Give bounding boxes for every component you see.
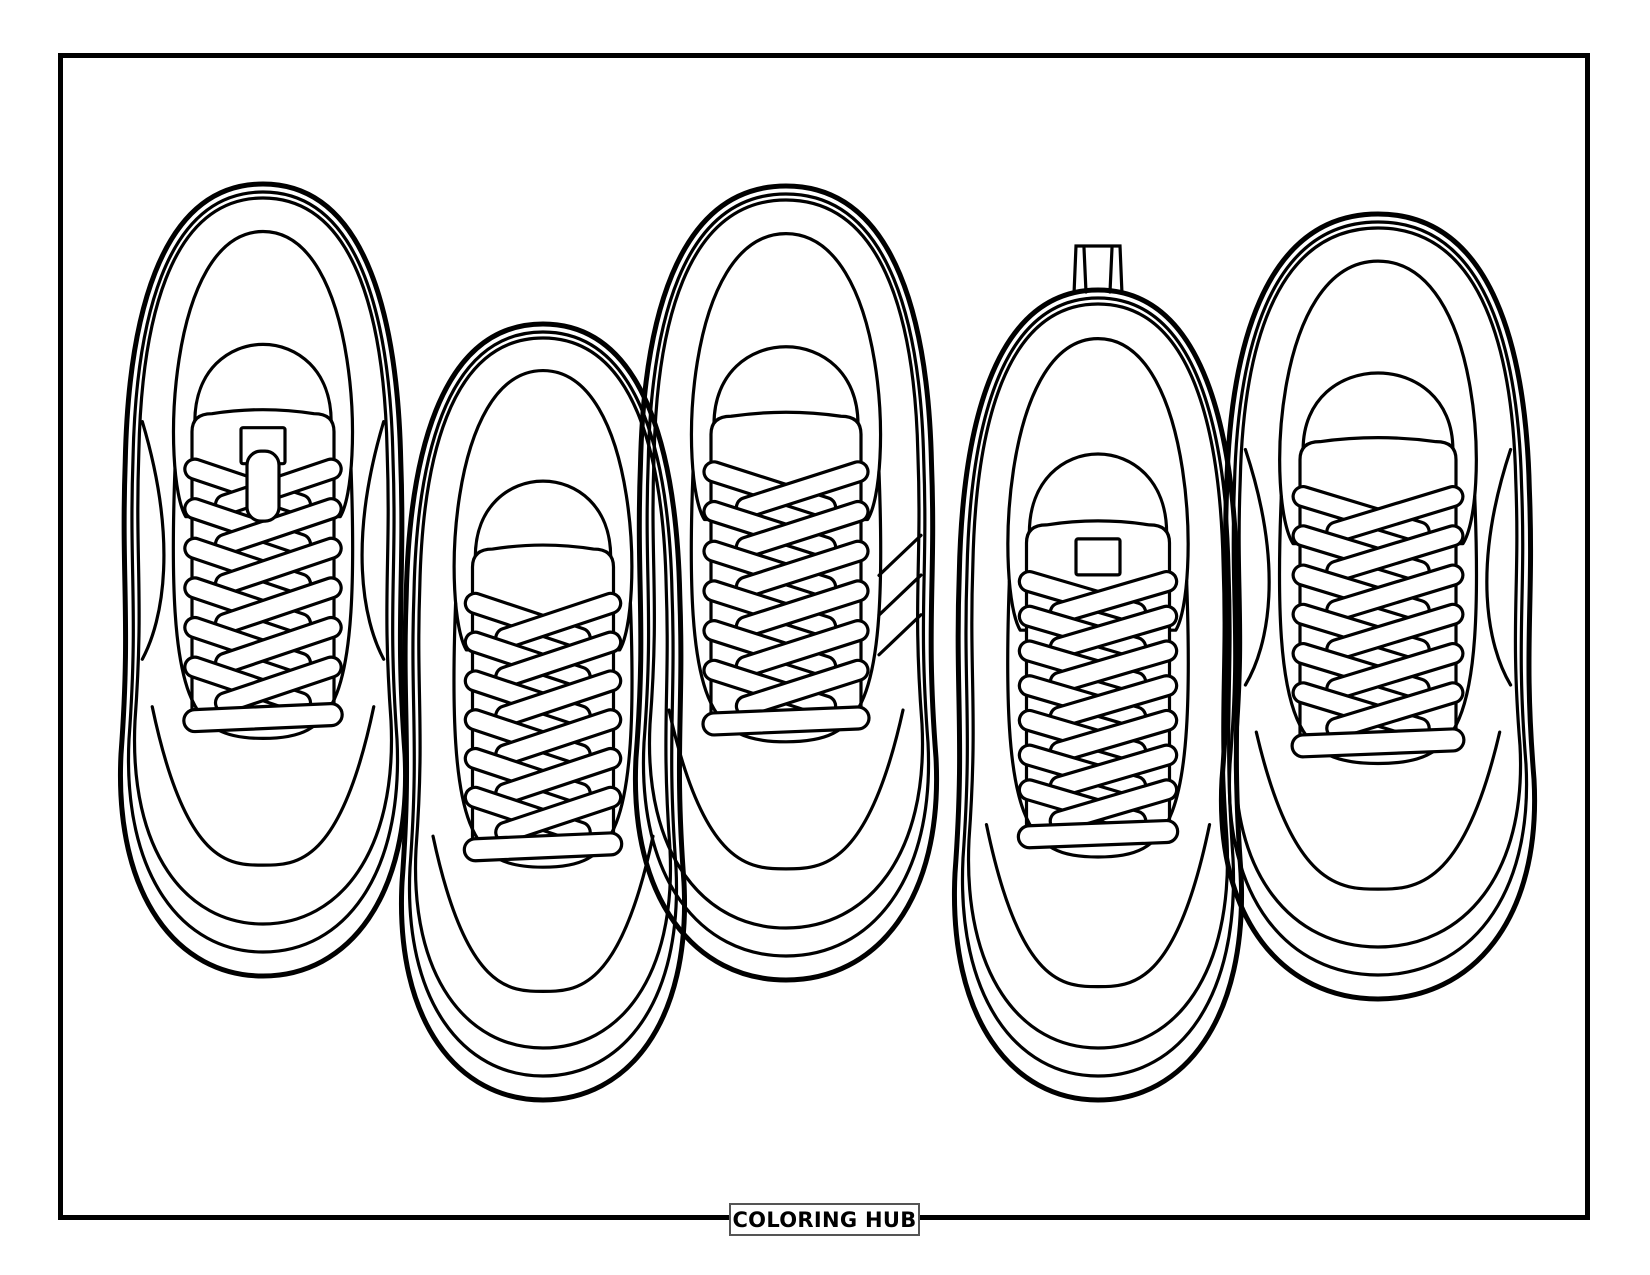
tongue-label [1074,537,1122,577]
side-panel [360,420,386,661]
lace-strand [494,785,623,844]
toe-cap-line [984,823,1212,989]
outsole-outline [632,183,940,983]
insole-heel [712,345,860,426]
midsole-line [1227,220,1529,977]
midsole-line [641,192,931,958]
lace-strand [1325,681,1465,740]
lace-strand [213,655,343,715]
lace-lock [245,449,281,523]
eyestay [1006,580,1190,859]
outsole-outline [398,321,688,1103]
eyestay [452,601,634,869]
side-stripe [877,613,923,657]
sneaker-5 [1218,211,1538,1002]
eyestay [689,470,883,744]
insole-heel [473,479,613,559]
heel-tab-seam [1082,246,1088,294]
outsole-outline [951,287,1245,1103]
lace-bar [182,702,344,734]
lace-bar [1290,727,1466,759]
upper-outline [132,196,394,926]
side-panel [1485,447,1513,687]
lace-bar [462,831,624,863]
sneaker-2 [398,321,688,1103]
side-stripe [877,533,923,577]
eyestay [171,467,355,740]
midsole-line [960,296,1236,1078]
insole-heel [193,342,333,424]
side-panel [140,420,166,661]
toe-cap-line [1254,730,1502,891]
midsole-line [407,330,679,1078]
lace-bar [701,705,871,737]
brand-label: COLORING HUB [729,1203,920,1236]
upper-outline [1233,226,1523,949]
upper-outline [647,198,925,930]
outsole-outline [117,181,409,979]
sneaker-1 [117,181,409,979]
sneaker-3 [632,183,940,983]
side-panel [1243,447,1271,687]
midsole-line [126,190,400,954]
side-stripe [877,573,923,617]
toe-cap-line [667,708,905,871]
heel-tab-seam [1108,246,1114,294]
heel-tab [1072,244,1124,295]
upper-outline [413,336,673,1050]
toe-cap-line [431,834,655,993]
toe-cap-line [150,705,376,867]
sneaker-4 [951,244,1245,1103]
outsole-outline [1218,211,1538,1002]
lace-strand [734,658,870,718]
lace-bar [1016,818,1180,850]
insole-heel [1027,452,1169,535]
insole-heel [1301,371,1455,452]
upper-outline [966,302,1230,1050]
eyestay [1277,495,1479,766]
